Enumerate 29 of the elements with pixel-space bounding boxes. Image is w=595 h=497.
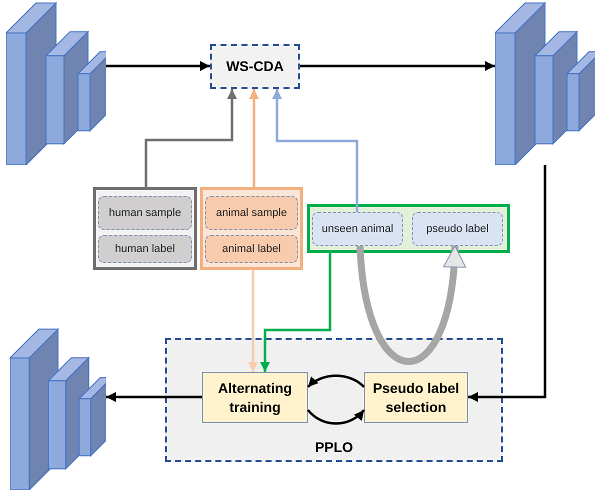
group-box: [200, 187, 303, 270]
curved-arrow: [307, 409, 365, 425]
arrow: [468, 165, 546, 402]
arrow: [106, 61, 210, 71]
curved-arrow: [356, 246, 466, 365]
arrow: [248, 270, 258, 372]
module-box: [165, 338, 503, 462]
data-box: animal label: [205, 235, 298, 263]
group-box: [93, 187, 197, 270]
network-layers-drawing: [495, 2, 595, 165]
arrow: [260, 253, 332, 372]
curved-arrow: [307, 374, 365, 388]
process-box: Pseudo label selection: [364, 372, 468, 423]
data-box: human sample: [98, 196, 192, 230]
arrow: [300, 61, 495, 71]
arrow: [249, 89, 259, 187]
network-layers-drawing: [10, 327, 106, 490]
arrow: [106, 392, 202, 402]
module-box: WS-CDA: [210, 44, 300, 89]
data-box: unseen animal: [312, 212, 403, 246]
arrow: [144, 89, 237, 187]
module-label: PPLO: [314, 438, 354, 457]
network-layers-drawing: [6, 2, 106, 165]
data-box: animal sample: [205, 196, 298, 230]
process-box: Alternating training: [202, 372, 308, 423]
arrow: [272, 89, 358, 212]
group-box: [307, 204, 510, 253]
data-box: pseudo label: [412, 212, 503, 246]
data-box: human label: [98, 235, 192, 263]
